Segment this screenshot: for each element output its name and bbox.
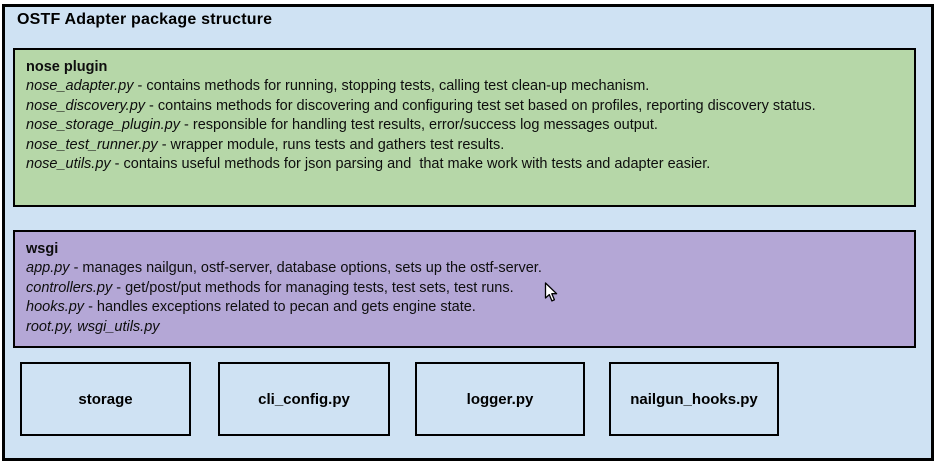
file-name: hooks.py — [26, 299, 85, 316]
file-description: - contains useful methods for json parsi… — [110, 156, 711, 173]
file-name: nose_storage_plugin.py — [26, 117, 180, 134]
file-description: - get/post/put methods for managing test… — [112, 279, 514, 296]
file-name: controllers.py — [26, 279, 113, 296]
file-name: nose_test_runner.py — [26, 136, 158, 153]
file-description: - wrapper module, runs tests and gathers… — [157, 136, 505, 153]
file-description-line: hooks.py - handles exceptions related to… — [26, 298, 903, 317]
file-description-line: nose_storage_plugin.py - responsible for… — [26, 116, 903, 135]
file-description: - responsible for handling test results,… — [179, 117, 658, 134]
wsgi-box: wsgi app.py - manages nailgun, ostf-serv… — [13, 230, 916, 348]
file-description: - handles exceptions related to pecan an… — [84, 299, 476, 316]
file-description: - contains methods for discovering and c… — [145, 97, 816, 114]
module-label: nailgun_hooks.py — [630, 390, 758, 408]
file-description: - manages nailgun, ostf-server, database… — [69, 260, 542, 277]
module-label: logger.py — [466, 390, 534, 408]
module-box-nailgun-hooks: nailgun_hooks.py — [609, 362, 779, 436]
file-description-line: root.py, wsgi_utils.py — [26, 318, 903, 337]
file-description-line: controllers.py - get/post/put methods fo… — [26, 279, 903, 298]
file-description-line: nose_test_runner.py - wrapper module, ru… — [26, 136, 903, 155]
file-description-line: app.py - manages nailgun, ostf-server, d… — [26, 259, 903, 278]
nose-plugin-box: nose plugin nose_adapter.py - contains m… — [13, 48, 916, 207]
diagram-title: OSTF Adapter package structure — [17, 11, 273, 28]
file-description-line: nose_adapter.py - contains methods for r… — [26, 77, 903, 96]
nose-plugin-box-title: nose plugin — [26, 59, 108, 75]
module-box-logger: logger.py — [415, 362, 585, 436]
file-name: app.py — [26, 260, 70, 277]
file-name: nose_adapter.py — [26, 78, 134, 95]
file-name: nose_discovery.py — [26, 97, 146, 114]
module-box-cli-config: cli_config.py — [218, 362, 390, 436]
module-label: cli_config.py — [258, 390, 350, 408]
module-box-storage: storage — [20, 362, 191, 436]
file-description: - contains methods for running, stopping… — [133, 78, 650, 95]
file-description-line: nose_utils.py - contains useful methods … — [26, 155, 903, 174]
wsgi-box-title: wsgi — [26, 241, 59, 257]
file-name: nose_utils.py — [26, 156, 111, 173]
module-label: storage — [78, 390, 133, 408]
file-name: root.py, wsgi_utils.py — [26, 318, 160, 335]
file-description-line: nose_discovery.py - contains methods for… — [26, 97, 903, 116]
